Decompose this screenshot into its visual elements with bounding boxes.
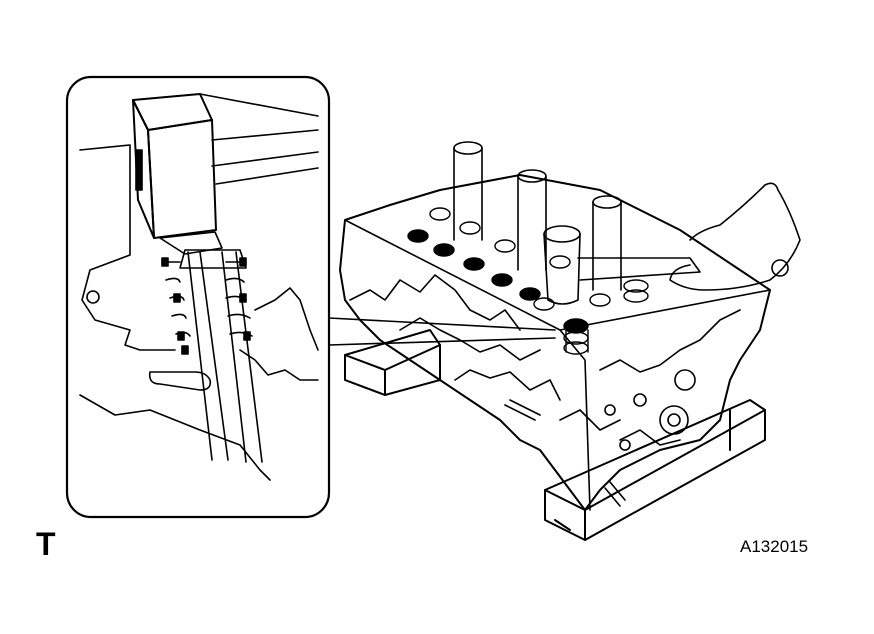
- figure-code: A132015: [740, 537, 809, 556]
- inset-frame: [67, 77, 329, 517]
- inset-valve-stem: [188, 252, 262, 462]
- inset-valve-guide: [180, 250, 246, 268]
- support-block: [545, 400, 765, 540]
- inset-head-outline: [80, 145, 318, 480]
- inset-hammer: [133, 94, 318, 254]
- detail-inset: [67, 77, 329, 517]
- cylinder-head-side: [560, 330, 590, 510]
- inset-valve-spring: [162, 258, 252, 354]
- inset-leader-upper: [329, 318, 555, 330]
- hand: [670, 183, 800, 290]
- cylinder-head-outline: [340, 175, 770, 510]
- inset-slot: [150, 372, 211, 390]
- camshaft-journals: [454, 142, 621, 290]
- casting-detail: [350, 275, 740, 445]
- cam-bolts: [505, 260, 788, 506]
- cylinder-head-assembly: [340, 142, 800, 540]
- inset-leader-lower: [329, 338, 555, 345]
- corner-mark: T: [36, 526, 56, 562]
- valve-springs-row: [408, 208, 648, 354]
- engine-hammer: [544, 226, 700, 304]
- left-support-block: [345, 330, 440, 395]
- inset-bolt-hole: [87, 291, 99, 303]
